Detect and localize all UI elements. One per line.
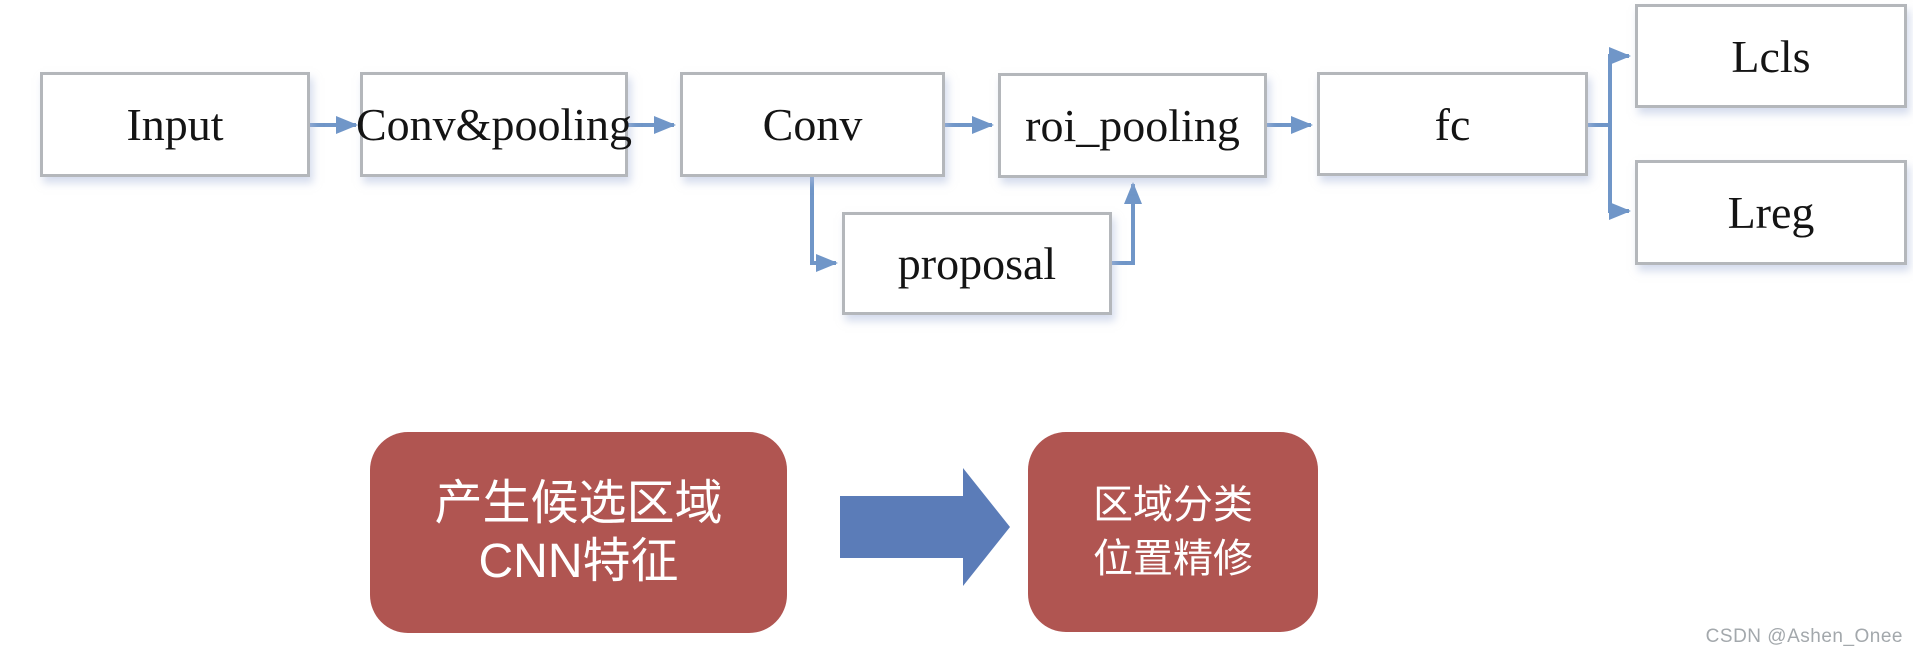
node-roi-pooling: roi_pooling (998, 73, 1267, 178)
node-conv-pooling-label: Conv&pooling (355, 99, 633, 150)
node-fc: fc (1317, 72, 1588, 176)
node-conv: Conv (680, 72, 945, 177)
node-proposal-label: proposal (897, 238, 1057, 289)
stage2-line1: 区域分类 (1093, 483, 1253, 527)
stage-box-region-proposal: 产生候选区域 CNN特征 (370, 432, 787, 633)
node-conv-pooling: Conv&pooling (356, 72, 632, 177)
arrow-proposal-to-roi-pooling (1112, 182, 1142, 265)
stage-box-classify-refine: 区域分类 位置精修 (1028, 432, 1318, 632)
node-lreg-label: Lreg (1727, 187, 1815, 238)
node-proposal: proposal (842, 212, 1112, 315)
node-fc-label: fc (1434, 98, 1471, 150)
arrow-fc-to-lreg (1608, 125, 1631, 220)
node-conv-label: Conv (762, 99, 863, 150)
stage1-line2: CNN特征 (478, 534, 679, 588)
node-lcls: Lcls (1635, 4, 1907, 108)
node-roi-pooling-label: roi_pooling (1025, 100, 1240, 151)
watermark: CSDN @Ashen_Onee (1705, 626, 1903, 647)
arrow-conv-to-proposal (810, 177, 838, 272)
node-lreg: Lreg (1635, 160, 1907, 265)
node-lcls-label: Lcls (1731, 30, 1811, 82)
node-input-label: Input (126, 99, 224, 150)
node-input: Input (40, 72, 310, 177)
stage1-line1: 产生候选区域 (434, 476, 723, 530)
big-right-arrow-icon (840, 468, 1010, 586)
stage2-line2: 位置精修 (1093, 537, 1253, 581)
arrow-fc-to-lcls (1588, 47, 1631, 127)
